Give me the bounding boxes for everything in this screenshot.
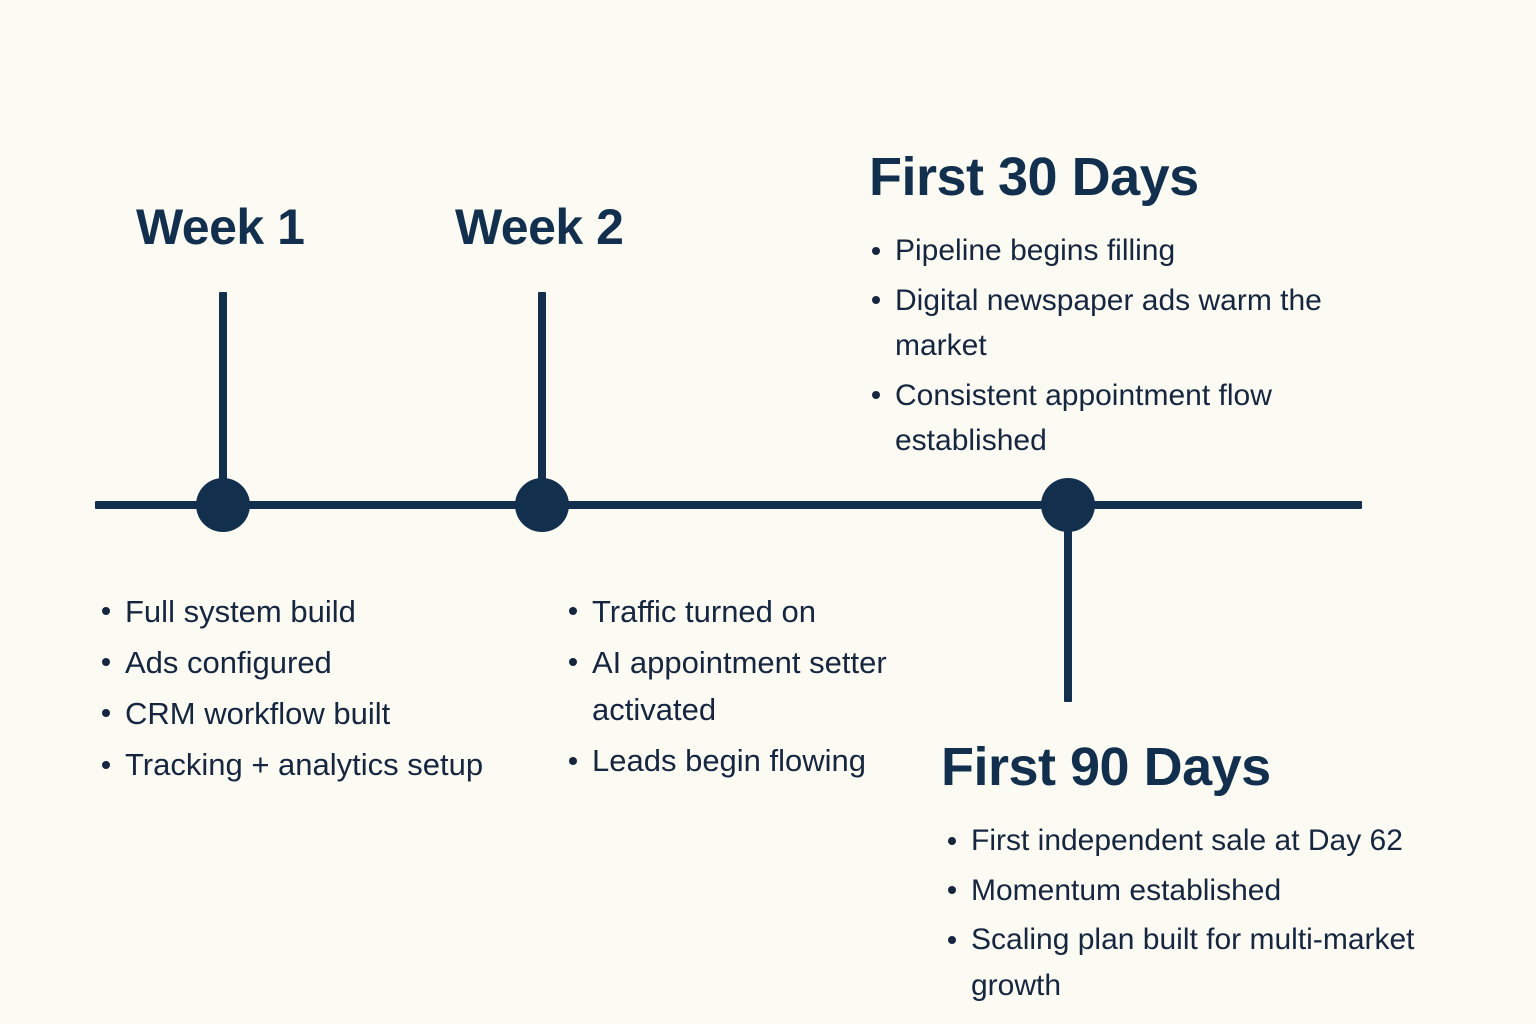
milestone-heading-first-30-days: First 30 Days [869, 147, 1199, 207]
list-item-label: CRM workflow built [125, 696, 391, 732]
bullet-dot-icon [872, 246, 880, 255]
list-item: Digital newspaper ads warm the market [868, 278, 1368, 369]
list-item: Momentum established [944, 868, 1504, 914]
list-item: AI appointment setter activated [565, 639, 955, 733]
bullet-dot-icon [102, 709, 110, 718]
list-item: Scaling plan built for multi-market grow… [944, 917, 1504, 1008]
list-item-label: Full system build [125, 594, 356, 629]
timeline-axis [95, 501, 1362, 509]
timeline-node-week-1[interactable] [196, 478, 250, 532]
milestone-bullets-week-1: Full system build Ads configured CRM wor… [98, 588, 558, 792]
bullet-dot-icon [102, 607, 110, 616]
connector-first-90-days [1064, 503, 1072, 702]
timeline-node-first-30-days[interactable] [1041, 478, 1095, 532]
milestone-heading-week-2: Week 2 [455, 199, 624, 255]
milestone-heading-week-1: Week 1 [136, 199, 305, 255]
list-item-label: AI appointment setter activated [592, 645, 887, 728]
list-item-label: Scaling plan built for multi-market grow… [971, 923, 1415, 1002]
connector-week-2 [538, 292, 546, 507]
milestone-bullets-week-2: Traffic turned on AI appointment setter … [565, 588, 955, 788]
list-item: CRM workflow built [98, 690, 558, 737]
milestone-bullets-first-90-days: First independent sale at Day 62 Momentu… [944, 818, 1504, 1012]
bullet-dot-icon [102, 760, 110, 769]
bullet-dot-icon [872, 391, 880, 400]
list-item-label: Pipeline begins filling [895, 234, 1176, 267]
milestone-heading-first-90-days: First 90 Days [941, 737, 1271, 797]
bullet-dot-icon [872, 296, 880, 305]
bullet-dot-icon [569, 756, 577, 765]
list-item-label: Ads configured [125, 645, 332, 681]
list-item: Traffic turned on [565, 588, 955, 635]
list-item-label: Tracking + analytics setup [125, 747, 484, 783]
bullet-dot-icon [948, 886, 956, 895]
bullet-dot-icon [569, 658, 577, 667]
list-item: Pipeline begins filling [868, 228, 1368, 274]
list-item: Tracking + analytics setup [98, 741, 558, 788]
list-item: Full system build [98, 588, 558, 635]
bullet-dot-icon [569, 607, 577, 616]
timeline-node-week-2[interactable] [515, 478, 569, 532]
bullet-dot-icon [102, 658, 110, 667]
connector-week-1 [219, 292, 227, 507]
bullet-dot-icon [948, 935, 956, 944]
list-item-label: Leads begin flowing [592, 743, 867, 779]
list-item-label: First independent sale at Day 62 [971, 824, 1403, 857]
list-item: Ads configured [98, 639, 558, 686]
list-item-label: Momentum established [971, 873, 1282, 907]
list-item-label: Traffic turned on [592, 594, 817, 629]
bullet-dot-icon [948, 836, 956, 845]
list-item: Leads begin flowing [565, 737, 955, 784]
list-item-label: Digital newspaper ads warm the market [895, 283, 1322, 363]
list-item: Consistent appointment flow established [868, 373, 1368, 464]
list-item-label: Consistent appointment flow established [895, 378, 1272, 458]
milestone-bullets-first-30-days: Pipeline begins filling Digital newspape… [868, 228, 1368, 468]
list-item: First independent sale at Day 62 [944, 818, 1504, 864]
